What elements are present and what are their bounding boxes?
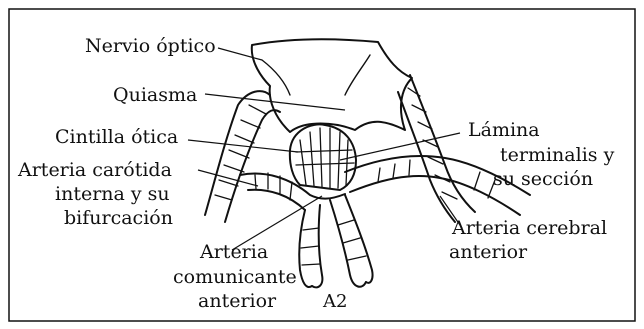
label-quiasma: Quiasma [113, 84, 197, 106]
label-carotida-line2: interna y su [55, 183, 170, 205]
label-lamina-line2: terminalis y [500, 144, 615, 166]
label-lamina-line1: Lámina [468, 119, 540, 141]
label-comunicante-line2: comunicante [173, 266, 297, 288]
label-lamina-line3: su sección [493, 168, 593, 190]
label-carotida-line1: Arteria carótida [17, 159, 172, 181]
label-a2: A2 [322, 291, 347, 312]
label-carotida-line3: bifurcación [64, 207, 173, 229]
label-cerebral-line1: Arteria cerebral [451, 217, 607, 239]
label-comunicante-line3: anterior [198, 290, 277, 312]
label-comunicante-line1: Arteria [199, 241, 268, 263]
label-cerebral-line2: anterior [449, 241, 528, 263]
label-cintilla-optica: Cintilla ótica [55, 126, 178, 148]
label-nervio-optico: Nervio óptico [85, 35, 216, 57]
